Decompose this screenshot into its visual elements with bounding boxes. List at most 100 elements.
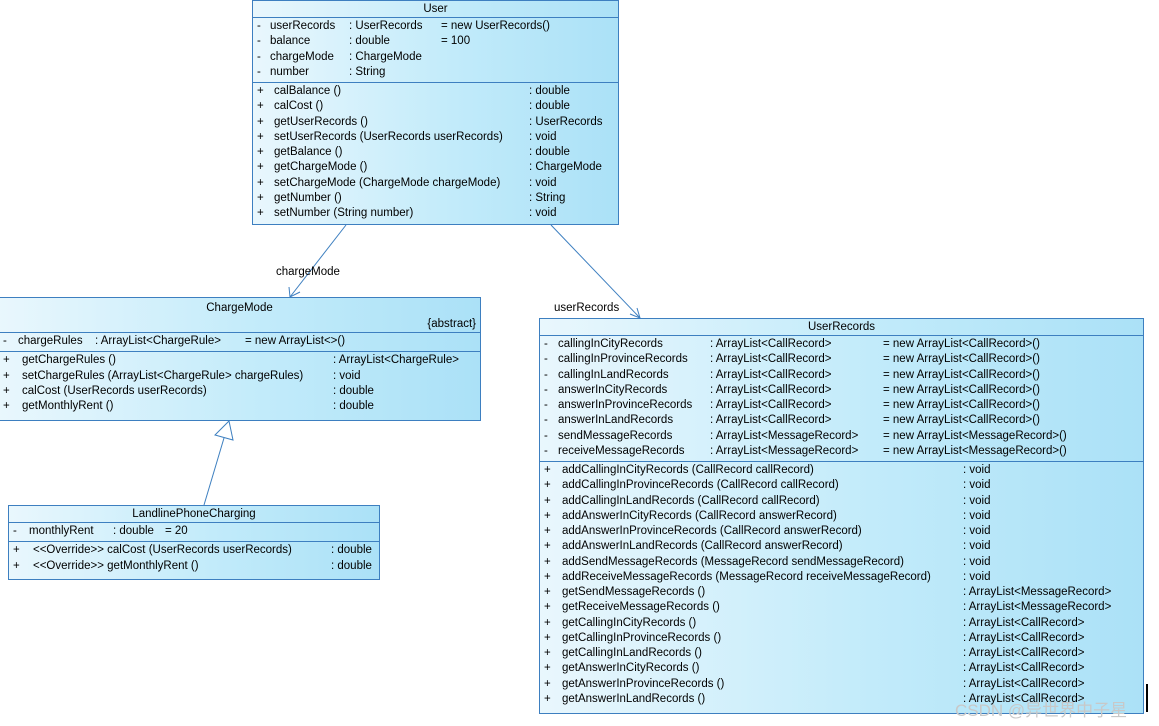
operation-signature: calCost (UserRecords userRecords) (22, 384, 207, 397)
operation-row: +getCallingInLandRecords (): ArrayList<C… (540, 646, 1143, 661)
attribute-row: -callingInProvinceRecords : ArrayList<Cal… (540, 352, 1143, 367)
member-visibility: + (544, 494, 551, 507)
operation-return-type: : ArrayList<CallRecord> (963, 692, 1085, 705)
member-visibility: + (544, 647, 551, 659)
operation-signature: addCallingInProvinceRecords (CallRecord … (562, 479, 839, 492)
operation-return-type: : double (331, 544, 372, 557)
association-chargemode-line (289, 224, 347, 298)
class-user[interactable]: User -userRecords: UserRecords= new User… (252, 0, 619, 225)
member-visibility: + (544, 631, 551, 644)
attribute-name: answerInLandRecords (558, 414, 674, 427)
member-visibility: - (544, 353, 548, 366)
operation-row: +getMonthlyRent (): double (0, 399, 480, 414)
operation-return-type: : void (529, 176, 557, 189)
member-visibility: + (544, 662, 551, 675)
operation-signature: addAnswerInCityRecords (CallRecord answe… (562, 509, 837, 522)
operation-return-type: : double (333, 400, 374, 412)
operation-row: +calCost (): double (253, 99, 618, 114)
member-visibility: - (544, 414, 548, 427)
attribute-name: chargeRules (18, 335, 83, 347)
attribute-name: monthlyRent (29, 525, 94, 537)
operation-return-type: : void (963, 555, 991, 568)
attribute-type: : ArrayList<CallRecord> (710, 383, 832, 396)
member-visibility: - (544, 368, 548, 381)
class-userrecords-attributes: -callingInCityRecords: ArrayList<CallRec… (540, 336, 1143, 461)
operation-signature: getReceiveMessageRecords () (562, 601, 720, 614)
attribute-name: sendMessageRecords (558, 429, 673, 442)
operation-signature: <<Override>> calCost (UserRecords userRe… (33, 544, 292, 557)
operation-return-type: : ArrayList<CallRecord> (963, 631, 1085, 644)
attribute-name: callingInProvinceRecords (558, 353, 688, 366)
operation-signature: getCallingInLandRecords () (562, 647, 702, 659)
operation-row: + getCallingInCityRecords () : ArrayList<C… (540, 616, 1143, 631)
member-visibility: + (3, 354, 10, 367)
operation-signature: getCallingInCityRecords () (562, 616, 697, 629)
operation-row: +calBalance (): double (253, 84, 618, 99)
member-visibility: + (257, 161, 264, 174)
attribute-name: chargeMode (270, 50, 334, 63)
operation-row: +addSendMessageRecords (MessageRecord se… (540, 555, 1143, 570)
member-visibility: + (13, 544, 20, 557)
operation-signature: getSendMessageRecords () (562, 586, 706, 598)
member-visibility: + (257, 130, 264, 143)
operation-row: +getCallingInProvinceRecords (): ArrayLi… (540, 631, 1143, 646)
operation-return-type: : void (963, 464, 991, 476)
operation-return-type: : void (963, 479, 991, 492)
operation-row: +getBalance (): double (253, 145, 618, 160)
class-landline-phone-charging[interactable]: LandlinePhoneCharging -monthlyRent: doub… (8, 505, 380, 580)
attribute-initial-value: = new ArrayList<CallRecord>() (883, 353, 1040, 366)
attribute-initial-value: = new ArrayList<CallRecord>() (883, 368, 1040, 381)
member-visibility: + (257, 115, 264, 128)
attribute-type: : ArrayList<MessageRecord> (710, 444, 859, 457)
attribute-row: -callingInCityRecords: ArrayList<CallRec… (540, 337, 1143, 352)
operation-signature: getNumber () (274, 191, 342, 204)
operation-signature: setChargeMode (ChargeMode chargeMode) (274, 176, 501, 189)
class-userrecords[interactable]: UserRecords -callingInCityRecords: Array… (539, 318, 1144, 714)
operation-row: +setUserRecords (UserRecords userRecords… (253, 130, 618, 145)
attribute-type: : ArrayList<CallRecord> (710, 353, 832, 366)
operation-return-type: : double (529, 146, 570, 158)
association-chargemode-arrowhead (288, 286, 301, 298)
operation-row: +getReceiveMessageRecords (): ArrayList<… (540, 600, 1143, 615)
member-visibility: - (544, 429, 548, 442)
member-visibility: - (3, 335, 7, 347)
attribute-name: receiveMessageRecords (558, 444, 685, 457)
operation-return-type: : ArrayList<CallRecord> (963, 662, 1085, 675)
operation-row: +setChargeMode (ChargeMode chargeMode): … (253, 176, 618, 191)
member-visibility: + (544, 677, 551, 690)
operation-return-type: : void (529, 207, 557, 219)
operation-signature: addCallingInCityRecords (CallRecord call… (562, 464, 814, 476)
member-visibility: - (544, 399, 548, 411)
attribute-initial-value: = new ArrayList<MessageRecord>() (883, 429, 1067, 442)
attribute-row: -balance: double= 100 (253, 34, 618, 49)
attribute-row: -monthlyRent: double= 20 (9, 524, 379, 539)
member-visibility: + (544, 601, 551, 614)
operation-signature: addCallingInLandRecords (CallRecord call… (562, 494, 820, 507)
class-userrecords-operations: + addCallingInCityRecords (CallRecord cal… (540, 461, 1143, 709)
operation-row: +addAnswerInLandRecords (CallRecord answ… (540, 539, 1143, 554)
member-visibility: + (544, 616, 551, 629)
member-visibility: + (544, 692, 551, 705)
member-visibility: + (544, 509, 551, 522)
member-visibility: - (544, 444, 548, 457)
attribute-row: -chargeRules: ArrayList<ChargeRule>= new… (0, 334, 480, 349)
operation-row: + <<Override>> calCost (UserRecords userR… (9, 543, 379, 558)
attribute-name: callingInLandRecords (558, 368, 669, 381)
operation-return-type: : void (333, 369, 361, 382)
operation-signature: getAnswerInCityRecords () (562, 662, 700, 675)
class-chargemode[interactable]: ChargeMode {abstract} -chargeRules: Arra… (0, 297, 481, 421)
attribute-type: : ArrayList<CallRecord> (710, 414, 832, 427)
class-chargemode-attributes: -chargeRules: ArrayList<ChargeRule>= new… (0, 333, 480, 351)
attribute-initial-value: = new UserRecords() (441, 20, 550, 32)
operation-return-type: : ArrayList<CallRecord> (963, 616, 1085, 629)
attribute-type: : ArrayList<CallRecord> (710, 368, 832, 381)
attribute-row: -answerInLandRecords : ArrayList<CallReco… (540, 413, 1143, 428)
operation-row: +setNumber (String number): void (253, 206, 618, 221)
attribute-type: : String (349, 65, 386, 78)
attribute-row: -answerInCityRecords: ArrayList<CallReco… (540, 383, 1143, 398)
class-landline-title: LandlinePhoneCharging (9, 506, 379, 523)
attribute-initial-value: = new ArrayList<CallRecord>() (883, 383, 1040, 396)
class-user-operations: +calBalance (): double+calCost (): doubl… (253, 82, 618, 223)
operation-row: +getNumber (): String (253, 191, 618, 206)
operation-signature: getUserRecords () (274, 115, 368, 128)
